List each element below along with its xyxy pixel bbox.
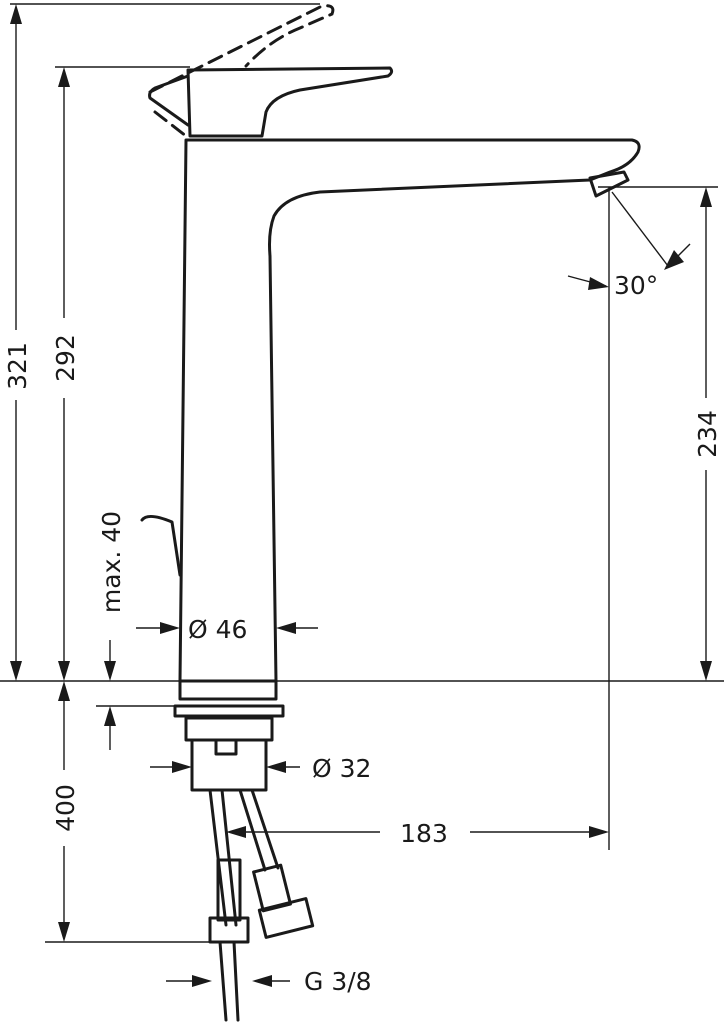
lever [186, 66, 394, 138]
dimension-lines [10, 4, 712, 987]
hose-right-nut [257, 897, 315, 939]
lever-open-position [148, 4, 335, 94]
hose-tail-b [232, 940, 240, 1022]
hose-tail-a [218, 940, 228, 1022]
dim-234-arrow-bottom [700, 661, 712, 681]
hose-right-fitting [252, 863, 292, 913]
dim-40-arrow-bottom [104, 706, 116, 726]
dimension-labels: 321 292 234 max. 40 400 Ø 46 Ø 32 183 G … [3, 271, 722, 996]
shank-bolt [214, 738, 238, 756]
angle-arrow-left [588, 277, 609, 290]
lever-open-base [153, 110, 188, 138]
hose-right-a [238, 788, 267, 872]
dim-40-arrow-top [104, 661, 116, 681]
fixing-nut [184, 716, 274, 742]
dim-321-arrow-bottom [10, 661, 22, 681]
shank-top [178, 679, 278, 701]
angle-arrow-right [664, 250, 684, 270]
label-body-diameter: Ø 46 [188, 615, 247, 644]
label-hose-length: 400 [51, 784, 80, 832]
label-total-height: 321 [3, 342, 32, 390]
aerator [588, 170, 630, 198]
hose-left-nut [208, 916, 250, 944]
dim-292-arrow-bottom [58, 661, 70, 681]
hose-left-fitting [216, 858, 242, 922]
shank-body [190, 738, 268, 792]
dim-321-arrow-top [10, 4, 22, 24]
label-spout-reach: 183 [400, 819, 448, 848]
dim-183-arrow-right [589, 826, 609, 838]
dim-g38-arrow-left [192, 975, 212, 987]
label-lever-height: 292 [51, 334, 80, 382]
hose-left-a [208, 788, 228, 927]
dim-32-arrow-left [172, 761, 192, 773]
dim-46-arrow-left [160, 622, 180, 634]
hose-right-b [250, 788, 280, 870]
dim-400-arrow-top [58, 681, 70, 701]
dim-46-arrow-right [276, 622, 296, 634]
washer [173, 704, 285, 718]
dim-400-arrow-bottom [58, 922, 70, 942]
label-connection-thread: G 3/8 [304, 967, 372, 996]
dim-183-arrow-left [226, 826, 246, 838]
dim-32-arrow-right [266, 761, 286, 773]
dim-234-arrow-top [700, 187, 712, 207]
faucet-body [140, 4, 641, 1022]
dim-292-arrow-top [58, 67, 70, 87]
hose-left-b [220, 788, 238, 927]
label-deck-thickness: max. 40 [97, 511, 126, 613]
label-spout-height: 234 [693, 410, 722, 458]
dim-g38-arrow-right [252, 975, 272, 987]
reference-lines [0, 3, 724, 943]
label-shank-diameter: Ø 32 [312, 754, 371, 783]
spray-angle-line [611, 191, 669, 267]
drain-pull-rod [140, 515, 182, 577]
label-spray-angle: 30° [614, 271, 658, 300]
spout-column [178, 138, 641, 683]
